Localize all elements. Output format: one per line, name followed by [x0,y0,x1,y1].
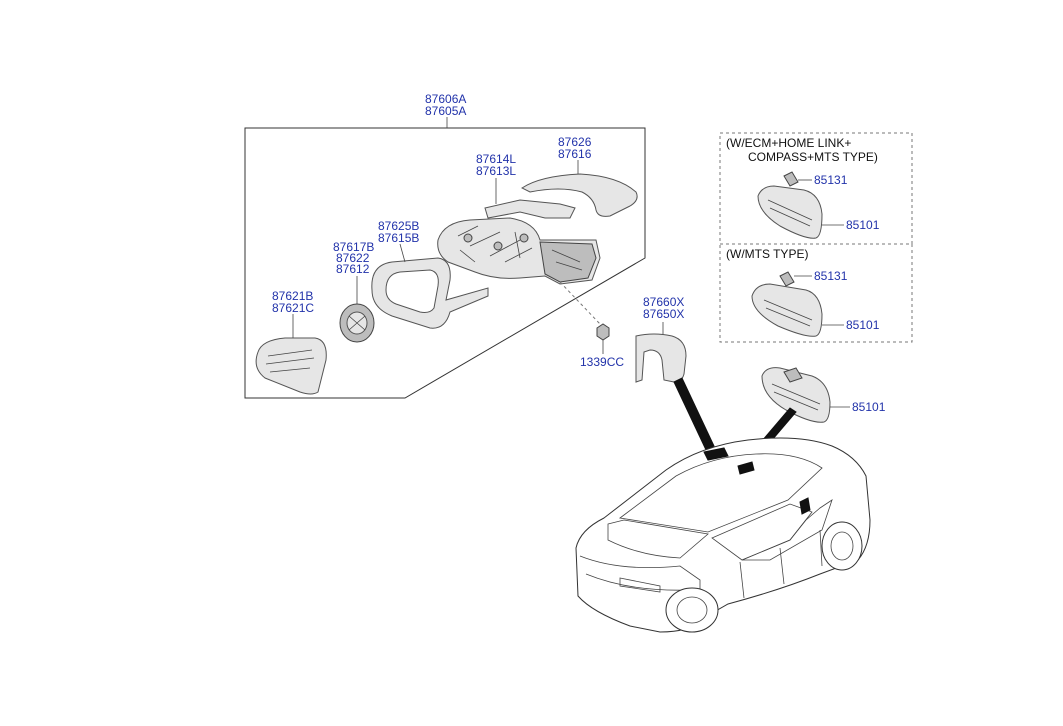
label-bolt[interactable]: 1339CC [580,355,624,369]
label-ecm-mirror[interactable]: 85101 [846,218,880,232]
svg-text:87605A: 87605A [425,104,466,118]
svg-text:87660X: 87660X [643,295,684,309]
ecm-mirror[interactable] [757,185,823,239]
label-glass[interactable]: 87621B 87621C [272,289,314,315]
std-mirror-mount [783,367,803,383]
assembly-frame [244,127,646,399]
mts-mirror-clip[interactable] [779,271,795,287]
car-illustration [575,437,871,633]
option-mts-title: (W/MTS TYPE) [726,247,808,261]
label-mts-mirror[interactable]: 85101 [846,318,880,332]
mirror-glass[interactable] [255,337,327,395]
label-garnish[interactable]: 87614L 87613L [476,152,516,178]
svg-text:87650X: 87650X [643,307,684,321]
label-mts-clip[interactable]: 85131 [814,269,848,283]
svg-text:87615B: 87615B [378,231,419,245]
svg-text:85131: 85131 [814,173,848,187]
svg-text:87613L: 87613L [476,164,516,178]
svg-text:87614L: 87614L [476,152,516,166]
svg-text:87617B: 87617B [333,240,374,254]
ecm-mirror-clip[interactable] [783,171,799,187]
svg-text:87621B: 87621B [272,289,313,303]
svg-text:(W/ECM+HOME LINK+: (W/ECM+HOME LINK+ [726,136,851,150]
svg-text:87621C: 87621C [272,301,314,315]
svg-text:87616: 87616 [558,147,592,161]
svg-text:87625B: 87625B [378,219,419,233]
option-box-mts [719,243,913,343]
svg-text:85101: 85101 [846,218,880,232]
svg-text:(W/MTS TYPE): (W/MTS TYPE) [726,247,808,261]
svg-text:87612: 87612 [336,262,370,276]
svg-text:87622: 87622 [336,251,370,265]
label-actuator[interactable]: 87617B 87622 87612 [333,240,374,276]
label-housing[interactable]: 87625B 87615B [378,219,419,245]
bolt[interactable] [596,323,610,341]
option-ecm-title: (W/ECM+HOME LINK+ COMPASS+MTS TYPE) [726,136,878,164]
label-ecm-clip[interactable]: 85131 [814,173,848,187]
svg-text:87626: 87626 [558,135,592,149]
mts-mirror[interactable] [751,283,823,337]
svg-text:87606A: 87606A [425,92,466,106]
svg-text:85101: 85101 [846,318,880,332]
label-std-mirror[interactable]: 85101 [852,400,886,414]
svg-text:COMPASS+MTS TYPE): COMPASS+MTS TYPE) [748,150,878,164]
svg-text:1339CC: 1339CC [580,355,624,369]
std-mirror[interactable] [761,367,831,423]
garnish[interactable] [484,199,576,219]
mirror-cover[interactable] [521,173,638,217]
arrow-inside-cover [673,377,715,451]
label-cover[interactable]: 87626 87616 [558,135,592,161]
svg-text:85101: 85101 [852,400,886,414]
label-inside-cover[interactable]: 87660X 87650X [643,295,684,321]
label-mirror-assy[interactable]: 87606A 87605A [425,92,466,118]
svg-text:85131: 85131 [814,269,848,283]
inside-cover[interactable] [635,333,687,383]
